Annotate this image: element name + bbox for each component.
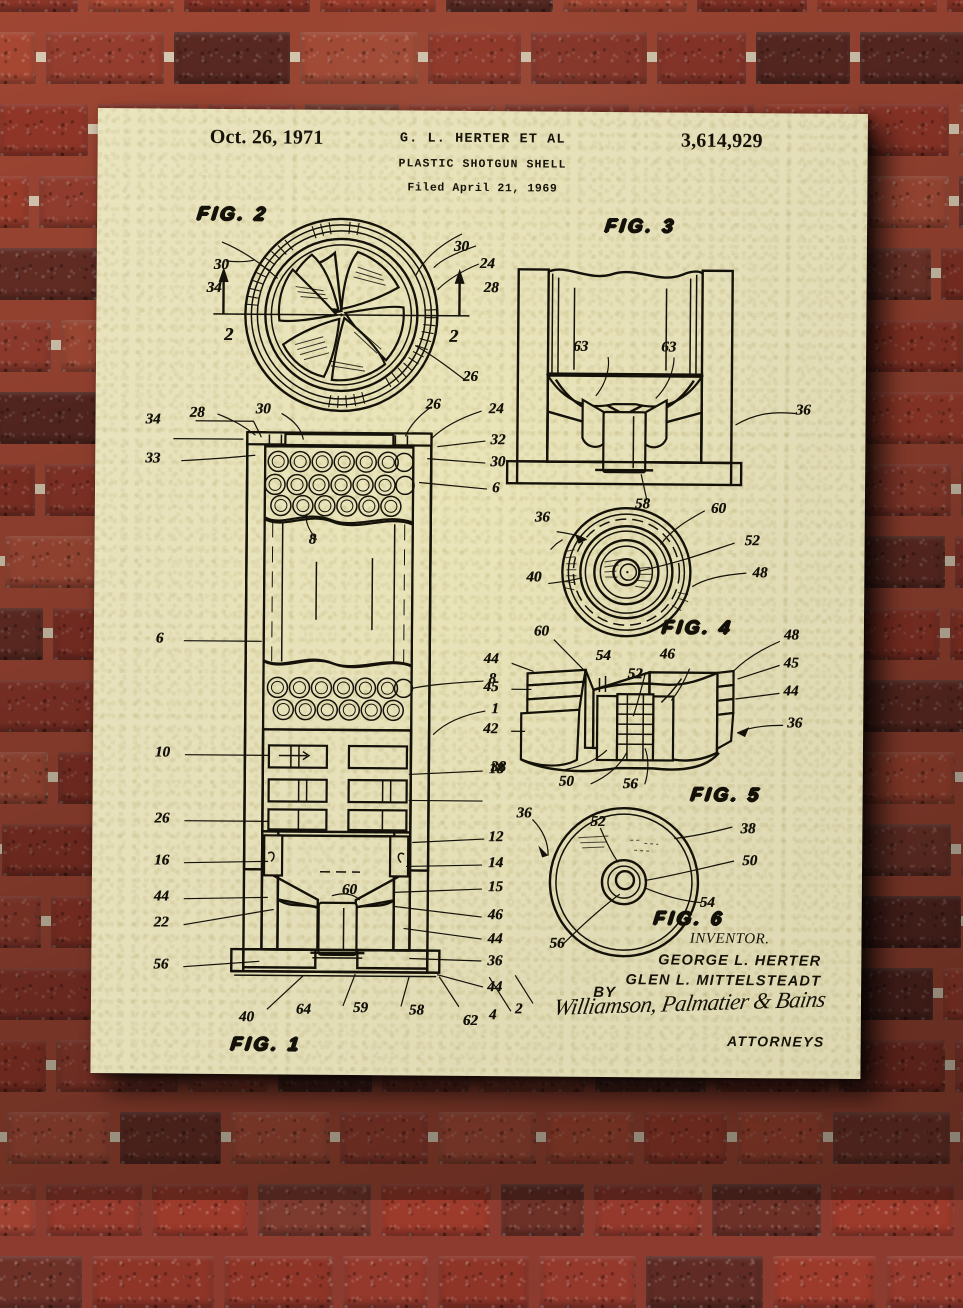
brick [697, 0, 807, 12]
brick [0, 248, 99, 300]
brick [88, 0, 174, 12]
brick-row [0, 32, 963, 84]
brick [657, 32, 746, 84]
brick [0, 104, 88, 156]
brick [959, 176, 963, 228]
brick [0, 0, 78, 12]
brick [943, 968, 963, 1020]
brick [0, 752, 48, 804]
brick [7, 1112, 110, 1164]
brick [501, 1184, 584, 1236]
brick [174, 32, 289, 84]
brick [712, 1184, 821, 1236]
brick [0, 1256, 82, 1308]
brick [817, 0, 937, 12]
brick [438, 1256, 529, 1308]
brick-row [0, 0, 963, 12]
ref-fig6-56: 56 [549, 936, 564, 953]
brick [0, 680, 104, 732]
attorneys-label: ATTORNEYS [727, 1033, 825, 1050]
brick [0, 320, 51, 372]
brick [959, 104, 963, 156]
brick [955, 536, 963, 588]
ref-fig6-36: 36 [516, 805, 531, 822]
brick-row [0, 1256, 963, 1308]
brick-row [0, 1184, 963, 1236]
brick [120, 1112, 221, 1164]
ref-fig6-52: 52 [590, 814, 605, 831]
brick [152, 1184, 248, 1236]
brick [0, 176, 29, 228]
brick [0, 1040, 46, 1092]
brick-row [0, 1112, 963, 1164]
brick [594, 1184, 702, 1236]
brick [644, 1112, 727, 1164]
brick [438, 1112, 536, 1164]
brick [46, 1184, 142, 1236]
brick [737, 1112, 823, 1164]
ref-fig6-38: 38 [740, 821, 755, 838]
brick [960, 1112, 963, 1164]
brick [381, 1184, 491, 1236]
brick [231, 1112, 330, 1164]
brick [941, 248, 963, 300]
brick [0, 896, 41, 948]
ref-fig6-54: 54 [700, 895, 715, 912]
brick [0, 464, 35, 516]
patent-sheet: Oct. 26, 1971 3,614,929 G. L. HERTER ET … [90, 108, 868, 1079]
brick [539, 1256, 636, 1308]
brick [857, 608, 939, 660]
brick [563, 0, 687, 12]
brick [0, 1184, 36, 1236]
inventor-name-1: GEORGE L. HERTER [658, 952, 821, 969]
brick [546, 1112, 634, 1164]
brick [854, 680, 963, 732]
brick [320, 0, 436, 12]
brick [831, 1184, 954, 1236]
brick [886, 1256, 963, 1308]
brick [0, 32, 36, 84]
brick [0, 608, 43, 660]
brick [340, 1112, 428, 1164]
patent-poster: Oct. 26, 1971 3,614,929 G. L. HERTER ET … [90, 108, 868, 1079]
brick [258, 1184, 370, 1236]
brick [46, 32, 164, 84]
brick [343, 1256, 428, 1308]
brick [947, 0, 963, 12]
ref-fig6-50: 50 [742, 853, 757, 870]
brick [756, 32, 850, 84]
brick [860, 32, 963, 84]
inventor-label: INVENTOR. [690, 931, 770, 949]
brick [92, 1256, 214, 1308]
brick [446, 0, 553, 12]
brick [955, 1040, 963, 1092]
brick [859, 104, 949, 156]
brick [184, 0, 309, 12]
brick [0, 392, 110, 444]
brick [833, 1112, 950, 1164]
brick [2, 824, 97, 876]
brick [859, 752, 955, 804]
brick [950, 608, 963, 660]
brick [531, 32, 647, 84]
brick [224, 1256, 334, 1308]
brick [865, 176, 949, 228]
brick [773, 1256, 876, 1308]
brick [428, 32, 521, 84]
brick [646, 1256, 763, 1308]
brick [300, 32, 419, 84]
